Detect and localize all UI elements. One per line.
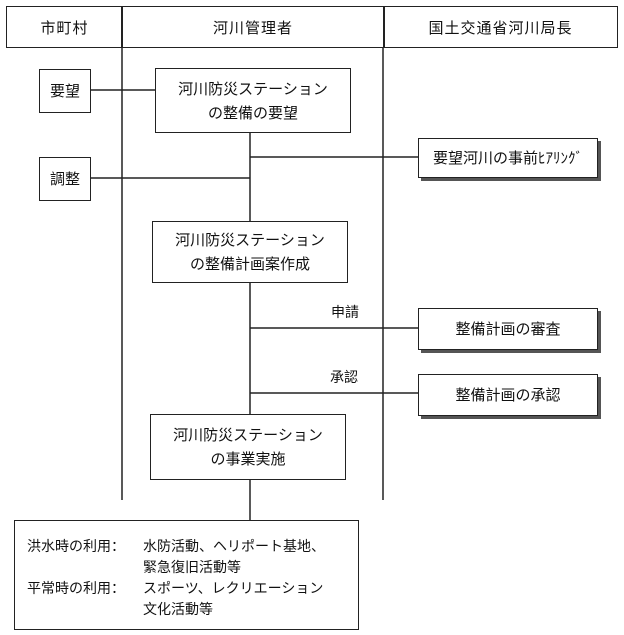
column-header-river-manager: 河川管理者 [121, 6, 385, 48]
column-header-municipality: 市町村 [6, 6, 123, 48]
usage-flood: 洪水時の利用： 水防活動、ヘリポート基地、 緊急復旧活動等 [27, 537, 348, 579]
box-request-municipality: 要望 [39, 69, 91, 113]
box-approval: 整備計画の承認 [418, 374, 598, 416]
box-label: 要望河川の事前ﾋｱﾘﾝｸﾞ [432, 149, 583, 167]
box-line: の事業実施 [210, 450, 286, 468]
column-header-label: 市町村 [40, 18, 89, 37]
column-header-label: 国土交通省河川局長 [428, 18, 573, 37]
usage-line: 文化活動等 [143, 602, 213, 618]
box-line: 河川防災ステーション [178, 79, 328, 98]
box-line: の整備の要望 [207, 103, 298, 122]
box-line: の整備計画案作成 [189, 255, 310, 273]
label-application: 申請 [331, 305, 359, 321]
usage-normal-label: 平常時の利用： [27, 581, 125, 597]
usage-line: 水防活動、ヘリポート基地、 [143, 539, 325, 555]
box-line: 河川防災ステーション [173, 426, 323, 444]
usage-note: 洪水時の利用： 水防活動、ヘリポート基地、 緊急復旧活動等 平常時の利用： スポ… [14, 520, 359, 630]
usage-normal: 平常時の利用： スポーツ、レクリエーション 文化活動等 [27, 579, 348, 621]
column-header-river-bureau: 国土交通省河川局長 [383, 6, 618, 48]
column-header-label: 河川管理者 [212, 18, 293, 37]
box-label: 整備計画の承認 [455, 386, 561, 404]
usage-normal-lines: スポーツ、レクリエーション 文化活動等 [143, 579, 348, 621]
box-station-request: 河川防災ステーション の整備の要望 [155, 68, 351, 133]
usage-flood-label: 洪水時の利用： [27, 539, 125, 555]
usage-line: 緊急復旧活動等 [143, 560, 241, 576]
box-line: 河川防災ステーション [175, 231, 325, 249]
box-draft-plan: 河川防災ステーション の整備計画案作成 [152, 221, 348, 283]
box-coordination: 調整 [39, 157, 91, 201]
box-label: 調整 [49, 170, 80, 188]
box-label: 整備計画の審査 [455, 320, 561, 338]
box-hearing: 要望河川の事前ﾋｱﾘﾝｸﾞ [418, 138, 598, 178]
usage-line: スポーツ、レクリエーション [143, 581, 324, 597]
box-label: 要望 [49, 82, 80, 100]
label-approval: 承認 [330, 370, 358, 386]
box-review: 整備計画の審査 [418, 308, 598, 350]
box-implementation: 河川防災ステーション の事業実施 [150, 414, 346, 480]
usage-flood-lines: 水防活動、ヘリポート基地、 緊急復旧活動等 [143, 537, 348, 579]
